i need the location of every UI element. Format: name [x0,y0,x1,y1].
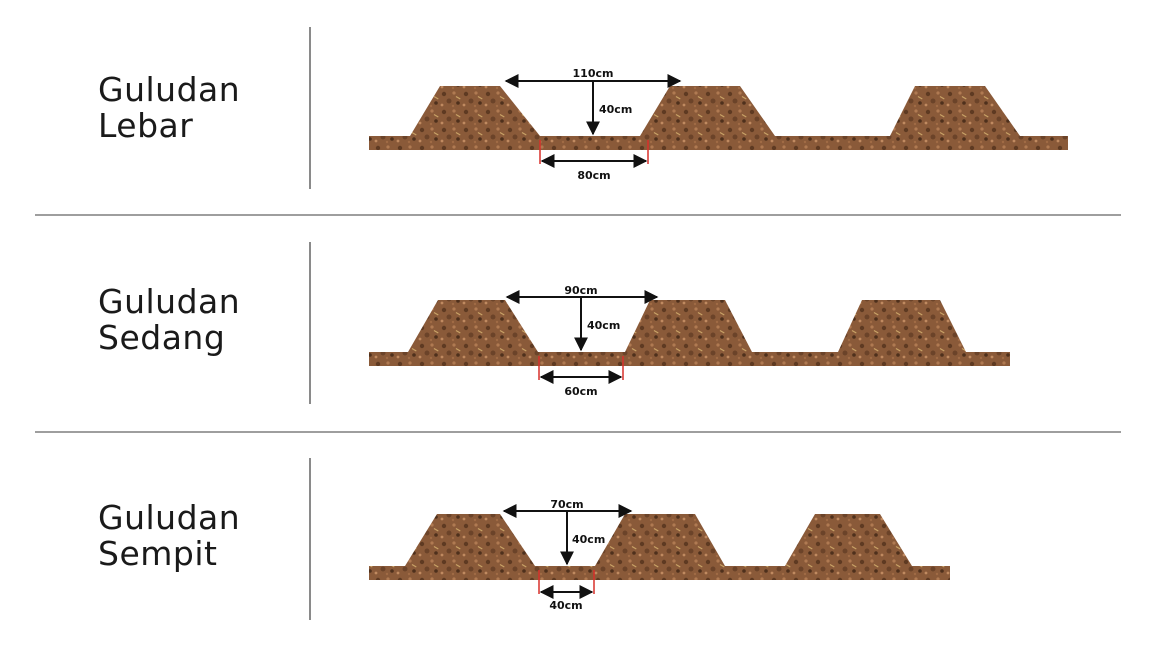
height-label: 40cm [587,319,620,332]
title-line-1: Guludan [98,498,241,537]
title-line-1: Guludan [98,282,241,321]
row-title: Guludan Sempit [98,500,240,572]
vertical-divider [309,242,311,404]
row-divider [35,214,1121,216]
top-width-label: 90cm [564,284,597,297]
bed-diagram: 70cm 40cm 40cm [369,498,950,612]
title-line-1: Guludan [98,70,241,109]
bed-row-lebar: Guludan Lebar 110cm 40cm 80cm [0,0,1152,216]
title-line-2: Lebar [98,106,194,145]
row-title: Guludan Lebar [98,72,240,144]
row-title: Guludan Sedang [98,284,240,356]
soil-profile [369,300,1010,366]
base-width-label: 40cm [549,599,582,612]
bed-row-sedang: Guludan Sedang 90cm 40cm 60cm [0,216,1152,432]
bed-diagram: 90cm 40cm 60cm [369,284,1010,398]
height-label: 40cm [599,103,632,116]
top-width-label: 110cm [573,67,614,80]
vertical-divider [309,458,311,620]
soil-profile [369,86,1068,150]
bed-diagram: 110cm 40cm 80cm [369,67,1068,182]
title-line-2: Sedang [98,318,226,357]
soil-profile [369,514,950,580]
top-width-label: 70cm [550,498,583,511]
vertical-divider [309,27,311,189]
title-line-2: Sempit [98,534,218,573]
base-width-label: 60cm [564,385,597,398]
height-label: 40cm [572,533,605,546]
base-width-label: 80cm [577,169,610,182]
bed-row-sempit: Guludan Sempit 70cm 40cm 40cm [0,432,1152,648]
row-divider [35,431,1121,433]
